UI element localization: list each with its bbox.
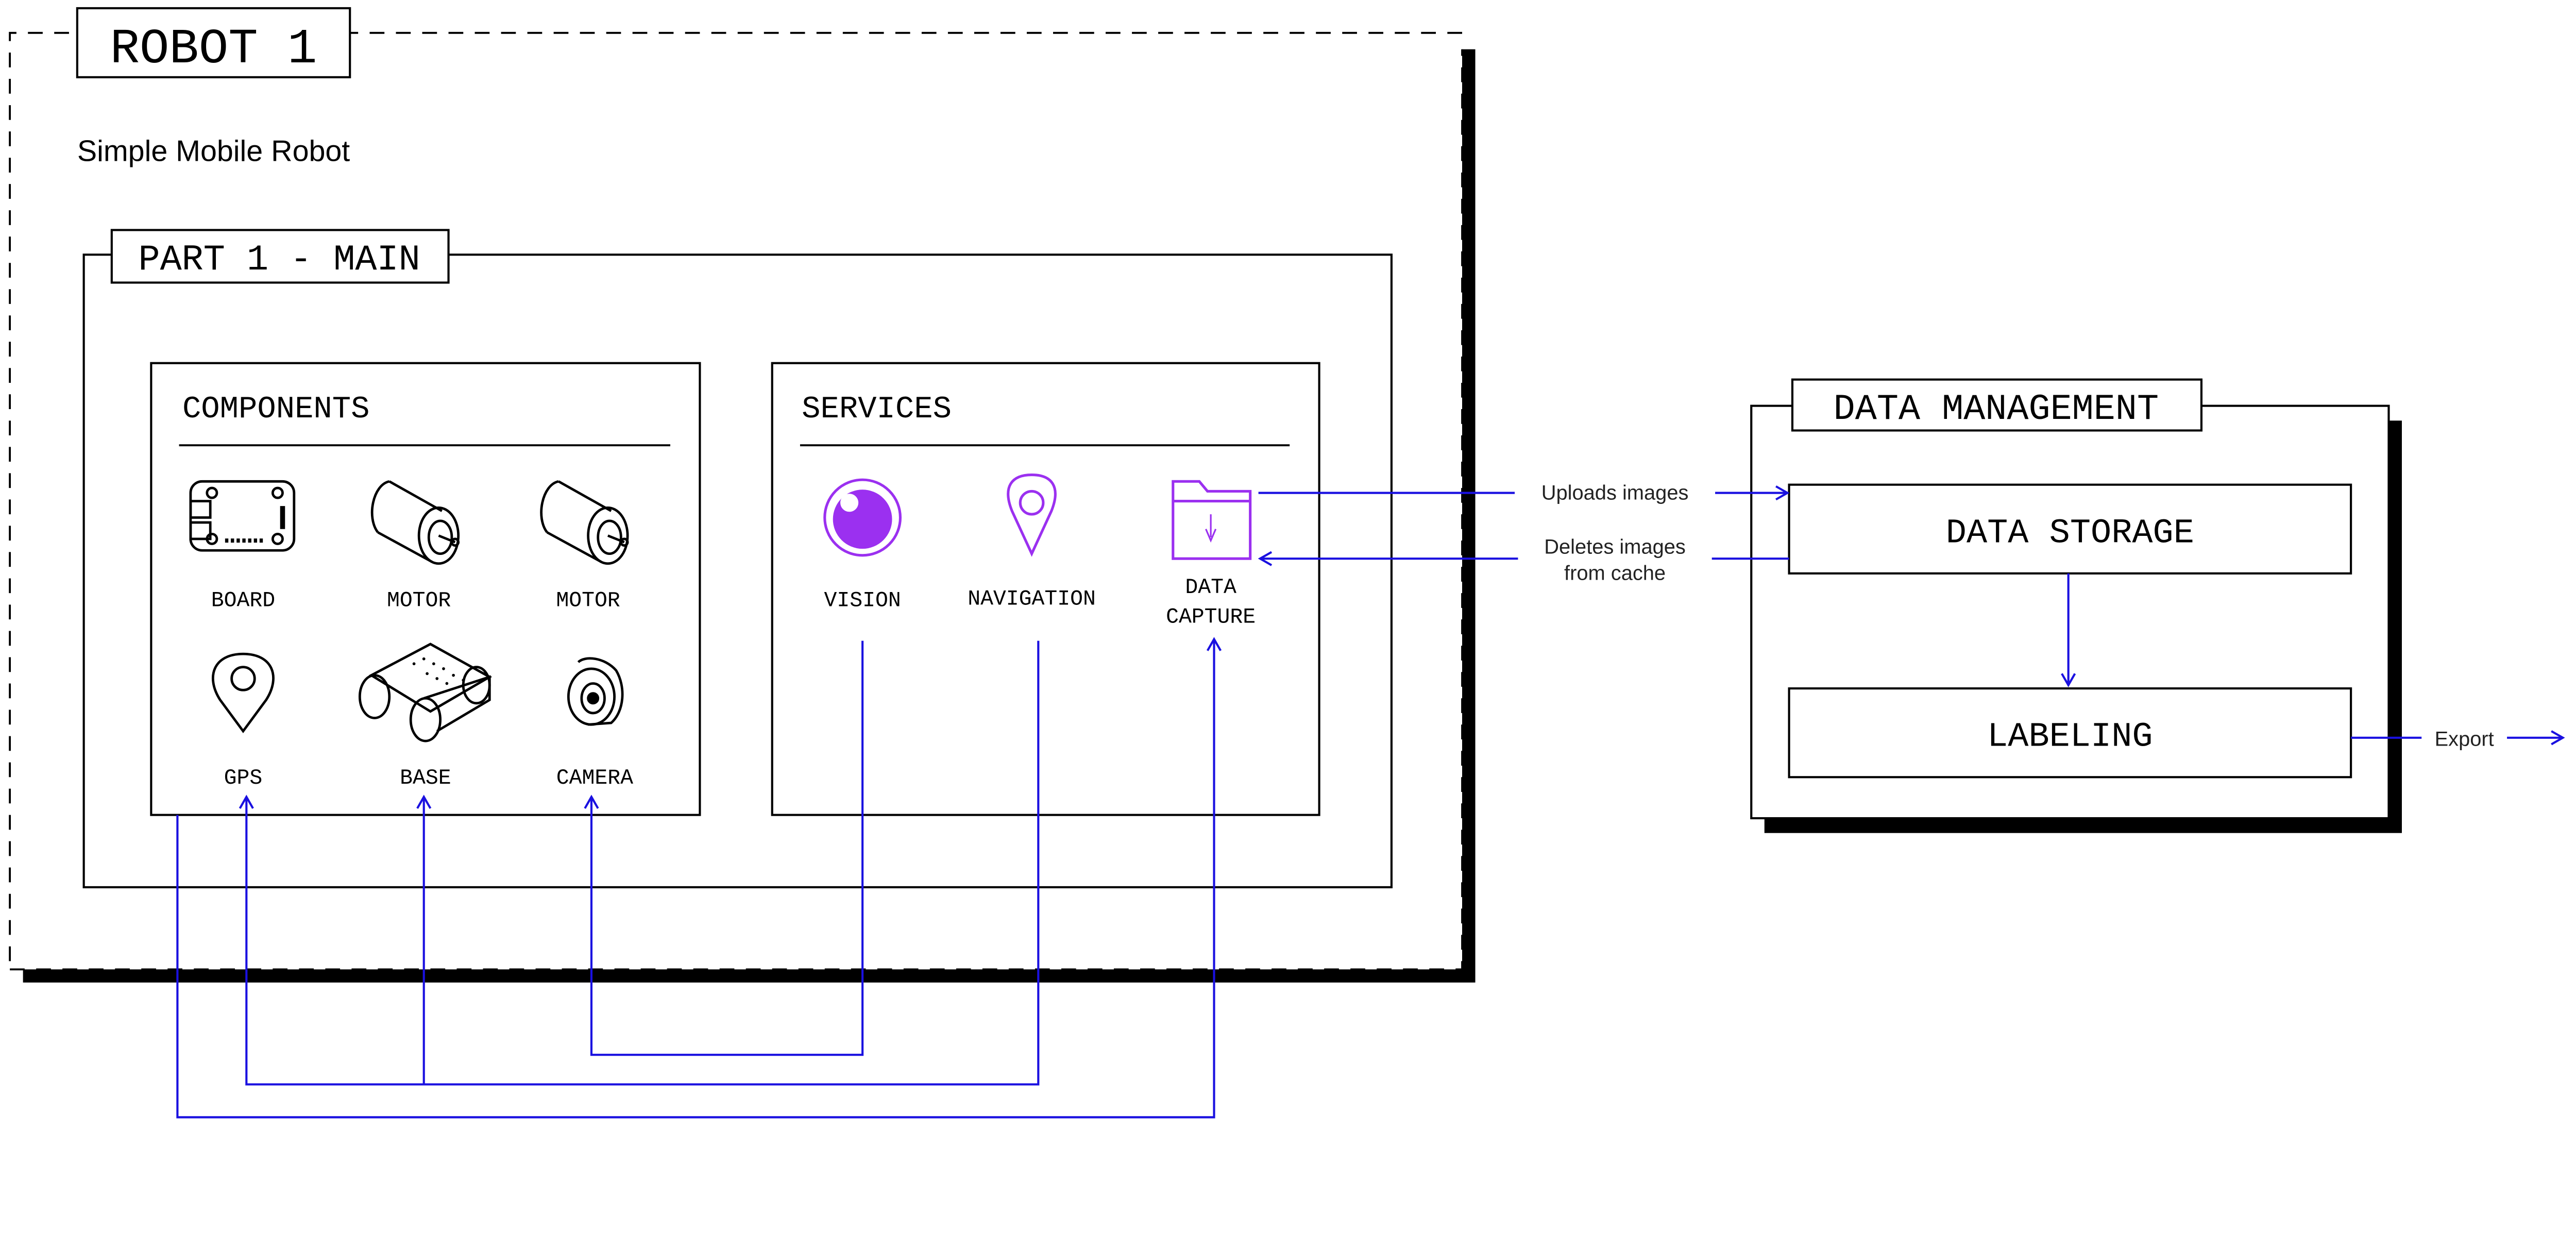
part-title-box xyxy=(110,229,450,284)
motor-icon xyxy=(540,480,629,565)
component-label-camera: CAMERA xyxy=(556,766,633,790)
uploads-label: Uploads images xyxy=(1541,481,1689,504)
robot-title-box xyxy=(76,7,351,78)
map-pin-icon xyxy=(1007,474,1057,557)
rover-base-icon xyxy=(358,643,493,742)
labeling-box xyxy=(1788,687,2352,779)
deletes-label-line2: from cache xyxy=(1564,562,1666,585)
services-panel: SERVICES VISION NAVIGATION DATA CAPTURE xyxy=(771,362,1320,816)
component-label-board: BOARD xyxy=(211,589,275,613)
components-panel: COMPONENTS BOARD MOTOR MOTOR xyxy=(150,362,701,816)
motor-icon xyxy=(370,480,460,565)
vision-to-camera-connector xyxy=(584,640,864,1056)
internal-connectors xyxy=(176,637,1222,1119)
service-label-navigation: NAVIGATION xyxy=(968,587,1096,611)
components-to-data-capture-connector xyxy=(176,637,1222,1119)
deletes-label-line1: Deletes images xyxy=(1544,536,1686,559)
labeling-label: LABELING xyxy=(1987,718,2153,757)
data-storage-label: DATA STORAGE xyxy=(1946,514,2194,553)
part-title: PART 1 - MAIN xyxy=(138,240,420,281)
data-storage-box xyxy=(1788,483,2352,575)
uploads-edge: Uploads images xyxy=(1258,480,1790,506)
service-label-vision: VISION xyxy=(824,589,901,613)
robot-title: ROBOT 1 xyxy=(110,21,317,77)
navigation-to-gps-connector xyxy=(239,640,1040,1086)
component-label-base: BASE xyxy=(400,766,451,790)
component-label-motor-2: MOTOR xyxy=(556,589,620,613)
robot-subtitle: Simple Mobile Robot xyxy=(77,135,350,168)
eye-icon xyxy=(823,478,902,557)
component-label-motor: MOTOR xyxy=(387,589,451,613)
data-management-title: DATA MANAGEMENT xyxy=(1834,390,2159,430)
component-label-gps: GPS xyxy=(224,766,263,790)
service-label-data-capture-line2: CAPTURE xyxy=(1166,605,1256,630)
camera-icon xyxy=(567,657,624,726)
robot-architecture-diagram: ROBOT 1 Simple Mobile Robot PART 1 - MAI… xyxy=(9,7,2565,1119)
export-label: Export xyxy=(2435,728,2494,751)
robot-frame: ROBOT 1 Simple Mobile Robot xyxy=(9,7,1476,983)
data-management-title-box xyxy=(1791,378,2203,432)
services-title: SERVICES xyxy=(802,392,952,427)
map-pin-icon xyxy=(212,652,275,734)
board-icon xyxy=(189,480,296,552)
components-title: COMPONENTS xyxy=(182,392,370,427)
deletes-edge: Deletes images from cache xyxy=(1258,534,1789,587)
data-management-panel: DATA MANAGEMENT DATA STORAGE LABELING xyxy=(1750,378,2402,833)
service-label-data-capture-line1: DATA xyxy=(1185,576,1236,600)
export-edge: Export xyxy=(2351,724,2565,751)
folder-download-icon xyxy=(1172,480,1252,560)
